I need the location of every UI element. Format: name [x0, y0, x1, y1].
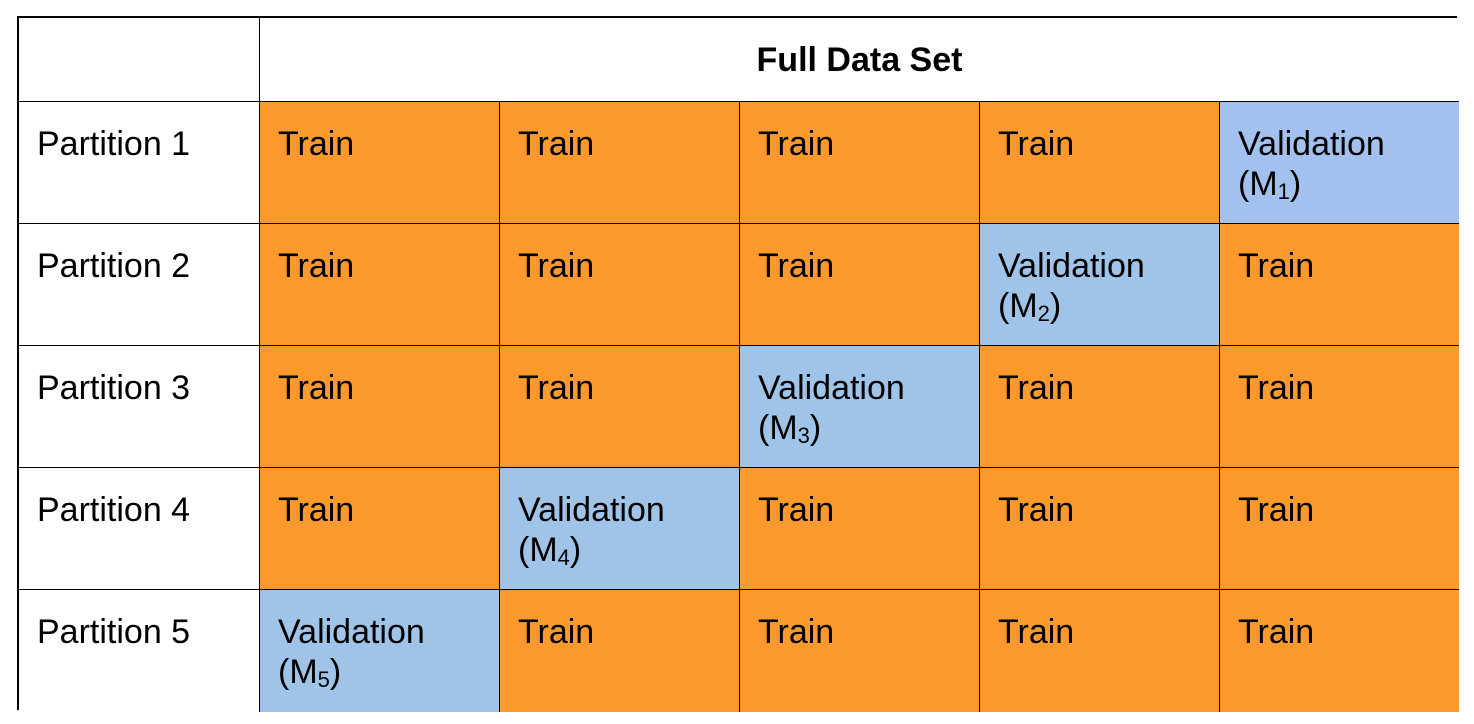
train-label: Train [998, 369, 1075, 407]
train-cell: Train [260, 102, 500, 224]
train-label: Train [278, 369, 355, 407]
train-cell: Train [500, 346, 740, 468]
validation-label: Validation [1238, 125, 1385, 163]
model-name: M [769, 409, 798, 447]
train-label: Train [758, 491, 835, 529]
train-cell: Train [1220, 346, 1459, 468]
model-name: M [529, 531, 558, 569]
validation-cell: Validation(M3) [740, 346, 980, 468]
validation-cell: Validation(M2) [980, 224, 1220, 346]
validation-cell: Validation(M4) [500, 468, 740, 590]
train-label: Train [758, 125, 835, 163]
train-label: Train [998, 491, 1075, 529]
train-cell: Train [1220, 590, 1459, 712]
train-label: Train [518, 613, 595, 651]
train-label: Train [758, 613, 835, 651]
row-label: Partition 5 [19, 590, 260, 712]
train-label: Train [518, 125, 595, 163]
train-cell: Train [740, 102, 980, 224]
model-name: M [1249, 165, 1278, 203]
validation-label: Validation [998, 247, 1145, 285]
train-cell: Train [260, 346, 500, 468]
train-label: Train [1238, 491, 1315, 529]
train-label: Train [278, 247, 355, 285]
train-cell: Train [740, 468, 980, 590]
train-cell: Train [740, 590, 980, 712]
train-label: Train [758, 247, 835, 285]
validation-label: Validation [758, 369, 905, 407]
train-cell: Train [980, 346, 1220, 468]
train-cell: Train [1220, 468, 1459, 590]
model-index: 4 [557, 545, 570, 570]
row-label: Partition 1 [19, 102, 260, 224]
train-cell: Train [980, 590, 1220, 712]
train-cell: Train [500, 590, 740, 712]
train-label: Train [1238, 369, 1315, 407]
model-index: 5 [317, 667, 330, 692]
model-name: M [289, 653, 318, 691]
model-index: 2 [1037, 301, 1050, 326]
train-label: Train [518, 247, 595, 285]
model-index: 3 [797, 423, 810, 448]
train-label: Train [1238, 247, 1315, 285]
model-index: 1 [1277, 179, 1290, 204]
train-cell: Train [500, 224, 740, 346]
row-label: Partition 3 [19, 346, 260, 468]
train-cell: Train [500, 102, 740, 224]
train-label: Train [518, 369, 595, 407]
corner-cell [19, 18, 260, 102]
row-label: Partition 2 [19, 224, 260, 346]
validation-label: Validation [518, 491, 665, 529]
model-name: M [1009, 287, 1038, 325]
train-label: Train [278, 491, 355, 529]
train-label: Train [278, 125, 355, 163]
train-cell: Train [1220, 224, 1459, 346]
train-cell: Train [980, 468, 1220, 590]
train-label: Train [1238, 613, 1315, 651]
table-header: Full Data Set [260, 18, 1459, 102]
train-cell: Train [260, 468, 500, 590]
train-cell: Train [980, 102, 1220, 224]
row-label: Partition 4 [19, 468, 260, 590]
validation-cell: Validation(M5) [260, 590, 500, 712]
validation-cell: Validation(M1) [1220, 102, 1459, 224]
train-cell: Train [740, 224, 980, 346]
train-cell: Train [260, 224, 500, 346]
train-label: Train [998, 613, 1075, 651]
validation-label: Validation [278, 613, 425, 651]
train-label: Train [998, 125, 1075, 163]
